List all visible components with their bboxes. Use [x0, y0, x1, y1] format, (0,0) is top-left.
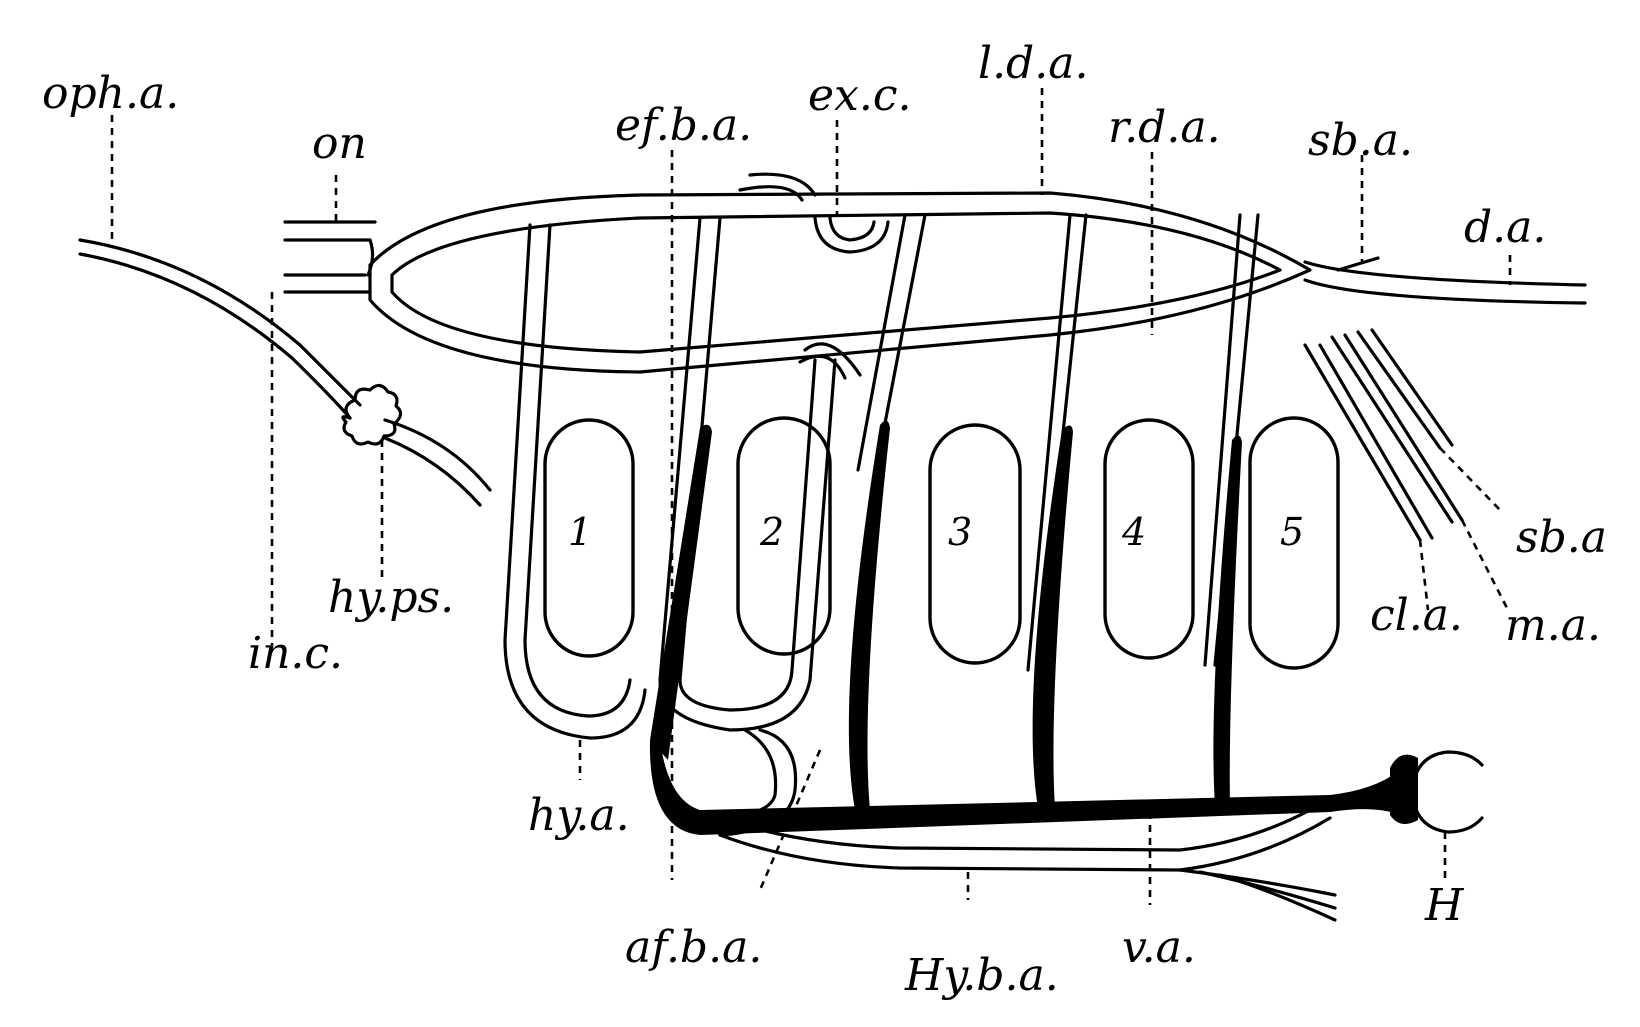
label-in-c: in.c. — [248, 628, 343, 679]
hyoidean-pseudobranch — [341, 383, 403, 446]
label-ex-c: ex.c. — [808, 70, 911, 121]
leader-lines — [110, 88, 1512, 905]
label-r-d-a: r.d.a. — [1108, 102, 1221, 153]
gill-slits — [543, 416, 1340, 670]
slit-number-1: 1 — [568, 510, 592, 554]
slit-number-2: 2 — [759, 510, 784, 554]
slit-number-4: 4 — [1121, 510, 1146, 554]
label-hy-b-a: Hy.b.a. — [904, 950, 1059, 1001]
label-d-a: d.a. — [1464, 202, 1546, 253]
label-hy-a: hy.a. — [528, 790, 630, 841]
label-cl-a: cl.a. — [1370, 590, 1463, 641]
ventral-aorta — [649, 420, 1418, 835]
label-l-d-a: l.d.a. — [978, 38, 1088, 89]
heart — [1410, 750, 1484, 834]
label-sb-a-top: sb.a. — [1308, 115, 1413, 166]
gill-slit-numbers: 1 2 3 4 5 — [568, 510, 1304, 554]
label-af-b-a: af.b.a. — [625, 922, 762, 973]
labels: oph.a. on ef.b.a. ex.c. l.d.a. r.d.a. sb… — [42, 38, 1607, 1001]
ophthalmic-artery — [78, 238, 492, 507]
label-hy-ps: hy.ps. — [328, 572, 454, 623]
slit-number-3: 3 — [948, 510, 972, 554]
label-sb-a-right: sb.a — [1516, 512, 1607, 563]
label-h: H — [1424, 880, 1465, 931]
label-oph-a: oph.a. — [42, 68, 179, 119]
label-m-a: m.a. — [1505, 600, 1601, 651]
slit-number-5: 5 — [1280, 510, 1304, 554]
lateral-dorsal-aorta-loop — [283, 191, 1587, 374]
label-v-a: v.a. — [1122, 922, 1196, 973]
label-ef-b-a: ef.b.a. — [615, 100, 752, 151]
label-on: on — [312, 118, 367, 169]
posterior-branches — [1303, 328, 1464, 542]
